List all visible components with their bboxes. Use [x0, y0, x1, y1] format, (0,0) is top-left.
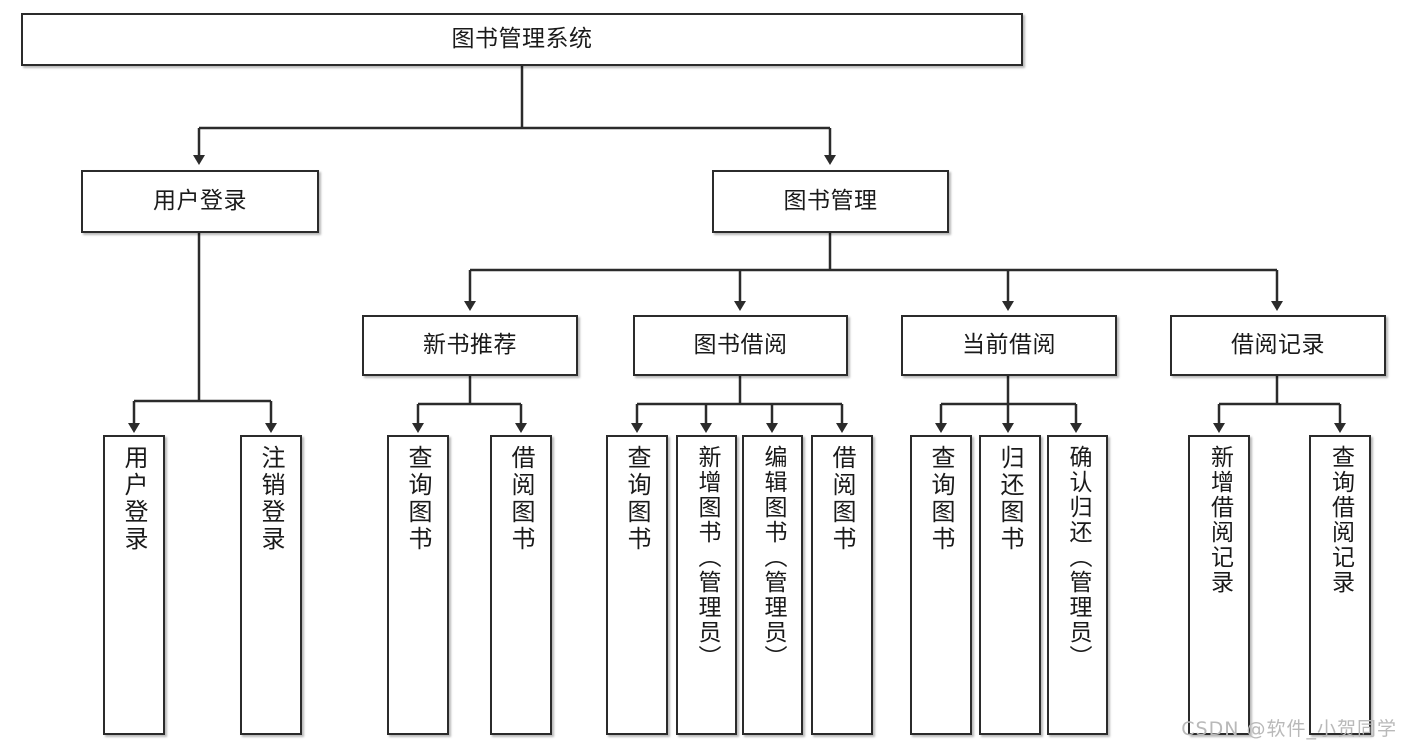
- node-leaf-add-record-label: 新增借阅记录: [1206, 445, 1233, 595]
- node-leaf-query-record-label: 查询借阅记录: [1327, 445, 1354, 595]
- node-leaf-return-book[interactable]: 归还图书: [979, 435, 1041, 735]
- node-leaf-logout-login[interactable]: 注销登录: [240, 435, 302, 735]
- node-leaf-return-book-label: 归还图书: [996, 445, 1024, 553]
- node-leaf-confirm-return[interactable]: 确认归还（管理员）: [1047, 435, 1108, 735]
- node-borrow-record[interactable]: 借阅记录: [1170, 315, 1386, 376]
- node-leaf-borrow-book-1[interactable]: 借阅图书: [490, 435, 552, 735]
- node-leaf-query-book-2[interactable]: 查询图书: [606, 435, 668, 735]
- node-root[interactable]: 图书管理系统: [21, 13, 1023, 66]
- node-book-borrow[interactable]: 图书借阅: [633, 315, 848, 376]
- node-leaf-borrow-book-1-label: 借阅图书: [507, 445, 535, 553]
- node-book-manage[interactable]: 图书管理: [712, 170, 949, 233]
- node-user-login[interactable]: 用户登录: [81, 170, 319, 233]
- node-leaf-add-book-label: 新增图书（管理员）: [694, 445, 720, 670]
- node-leaf-edit-book[interactable]: 编辑图书（管理员）: [742, 435, 803, 735]
- node-leaf-query-record[interactable]: 查询借阅记录: [1309, 435, 1371, 735]
- node-book-borrow-label: 图书借阅: [693, 332, 788, 359]
- node-leaf-borrow-book-2-label: 借阅图书: [828, 445, 856, 553]
- node-new-book-recommend-label: 新书推荐: [423, 332, 517, 359]
- node-leaf-user-login[interactable]: 用户登录: [103, 435, 165, 735]
- node-leaf-query-book-2-label: 查询图书: [623, 445, 651, 553]
- node-leaf-add-record[interactable]: 新增借阅记录: [1188, 435, 1250, 735]
- node-root-label: 图书管理系统: [451, 26, 593, 53]
- node-leaf-user-login-label: 用户登录: [120, 445, 148, 553]
- node-leaf-borrow-book-2[interactable]: 借阅图书: [811, 435, 873, 735]
- node-user-login-label: 用户登录: [153, 188, 247, 215]
- node-leaf-query-book-1[interactable]: 查询图书: [387, 435, 449, 735]
- node-leaf-query-book-1-label: 查询图书: [404, 445, 432, 553]
- node-leaf-logout-login-label: 注销登录: [257, 445, 285, 553]
- node-borrow-record-label: 借阅记录: [1231, 332, 1325, 359]
- node-leaf-confirm-return-label: 确认归还（管理员）: [1065, 445, 1091, 670]
- node-current-borrow-label: 当前借阅: [962, 332, 1056, 359]
- node-new-book-recommend[interactable]: 新书推荐: [362, 315, 578, 376]
- node-book-manage-label: 图书管理: [783, 188, 878, 215]
- node-leaf-query-book-3-label: 查询图书: [927, 445, 955, 553]
- node-leaf-add-book[interactable]: 新增图书（管理员）: [676, 435, 737, 735]
- node-leaf-edit-book-label: 编辑图书（管理员）: [760, 445, 786, 670]
- node-current-borrow[interactable]: 当前借阅: [901, 315, 1117, 376]
- node-leaf-query-book-3[interactable]: 查询图书: [910, 435, 972, 735]
